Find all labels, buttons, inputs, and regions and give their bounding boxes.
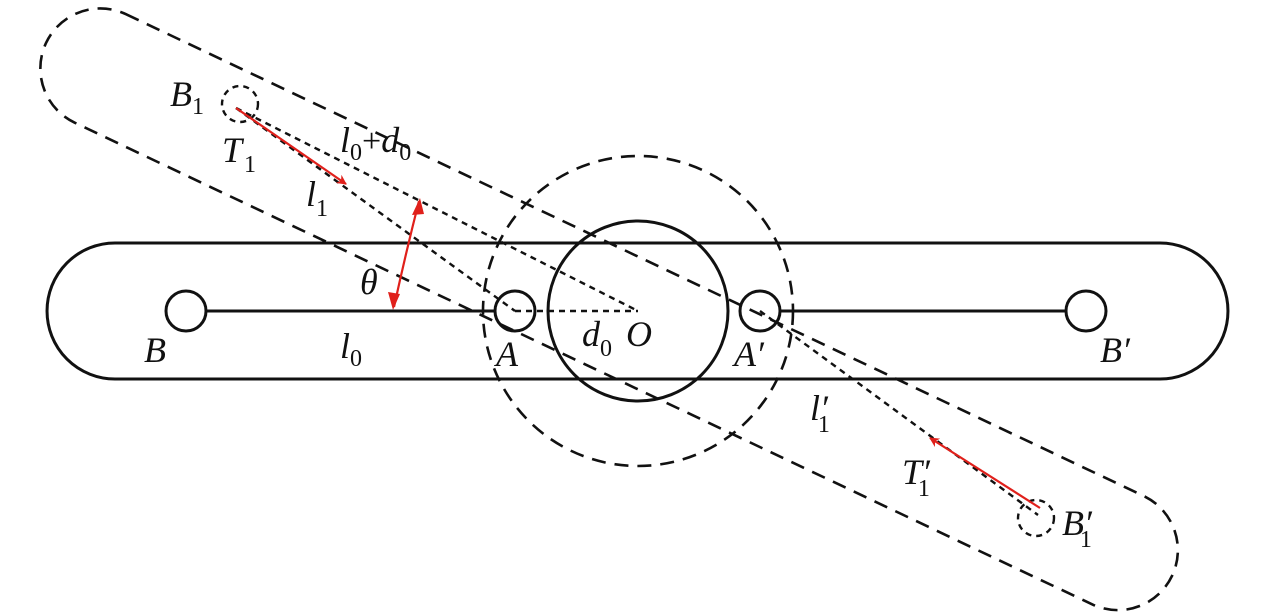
angle-theta-arrowhead-bottom <box>388 292 400 310</box>
force-arrow-t1-prime <box>929 437 1041 509</box>
joint-b1 <box>220 84 260 124</box>
force-arrow-t1 <box>235 107 347 185</box>
dashed-line-a-prime-b1-prime <box>759 310 1039 516</box>
label-t1-prime: T′1 <box>902 452 931 502</box>
joint-b-prime <box>1064 289 1108 333</box>
label-l0: l0 <box>340 326 362 372</box>
dashed-line-b1-o <box>235 106 639 313</box>
label-l1: l1 <box>306 174 328 222</box>
label-o: O <box>626 314 652 354</box>
joint-a-prime <box>738 289 782 333</box>
joint-b <box>164 289 208 333</box>
horizontal-slot-outline <box>45 241 1230 381</box>
label-a: A <box>494 334 519 374</box>
joint-b1-prime <box>1016 498 1056 538</box>
rotated-slot-outline <box>39 7 1180 612</box>
label-d0: d0 <box>582 314 612 362</box>
label-l1-prime: l′1 <box>810 388 830 438</box>
label-b-prime: B′ <box>1100 330 1131 370</box>
angle-theta-arc <box>392 200 421 308</box>
label-theta: θ <box>360 262 378 302</box>
label-a-prime: A′ <box>732 334 765 374</box>
label-t1: T1 <box>222 130 256 178</box>
label-b1-prime: B′1 <box>1062 503 1093 553</box>
label-l0-plus-d0: l0+d0 <box>340 120 411 166</box>
label-b1: B1 <box>170 74 204 120</box>
angle-theta-arrowhead-top <box>412 198 424 215</box>
dashed-line-b1-a <box>235 107 516 312</box>
joint-a <box>493 289 537 333</box>
label-b: B <box>144 330 166 370</box>
